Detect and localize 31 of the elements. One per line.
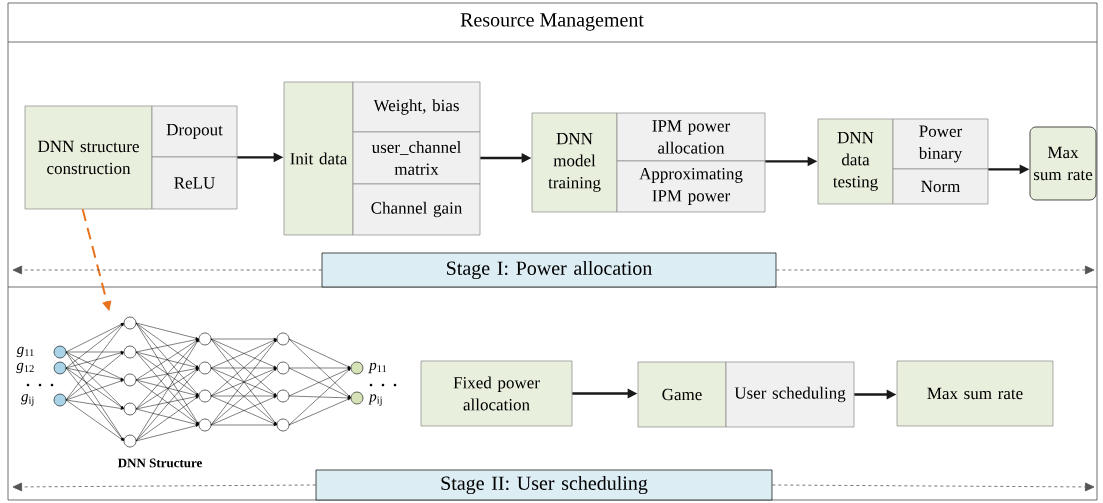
diagram-caption: DNN Structure xyxy=(117,458,202,468)
attribute-box: Approximating IPM power xyxy=(616,160,766,213)
process-box: Game xyxy=(637,361,727,428)
process-box: DNN structure construction xyxy=(24,105,153,210)
attribute-box: User scheduling xyxy=(725,361,855,428)
result-box: Max sum rate xyxy=(896,360,1054,427)
attribute-box: Power binary xyxy=(892,118,989,170)
signal-label: p$_{11}$ xyxy=(368,362,387,374)
process-box: DNN model training xyxy=(531,112,618,213)
attribute-box: user_channel matrix xyxy=(352,131,481,185)
process-box: Fixed power allocation xyxy=(420,360,573,427)
attribute-box: IPM power allocation xyxy=(616,112,766,162)
arrow xyxy=(12,482,317,492)
stage-banner: Stage I: Power allocation xyxy=(321,252,777,288)
signal-label: p$_{ij}$ xyxy=(368,394,382,406)
attribute-box: ReLU xyxy=(151,156,238,210)
result-box: Max sum rate xyxy=(1029,126,1097,201)
attribute-box: Channel gain xyxy=(352,183,481,236)
process-box: Init data xyxy=(283,81,354,236)
attribute-box: Norm xyxy=(892,168,989,205)
process-box: DNN data testing xyxy=(817,118,894,205)
signal-label: g$_{11}$ xyxy=(16,346,34,358)
attribute-box: Weight, bias xyxy=(352,81,481,133)
title: Resource Management xyxy=(460,13,644,31)
stage-banner: Stage II: User scheduling xyxy=(315,469,773,501)
attribute-box: Dropout xyxy=(151,105,238,158)
arrow xyxy=(12,265,323,275)
arrow xyxy=(771,482,1095,492)
arrow xyxy=(775,265,1095,275)
signal-label: g$_{ij}$ xyxy=(21,394,34,406)
signal-label: g$_{12}$ xyxy=(16,362,34,374)
